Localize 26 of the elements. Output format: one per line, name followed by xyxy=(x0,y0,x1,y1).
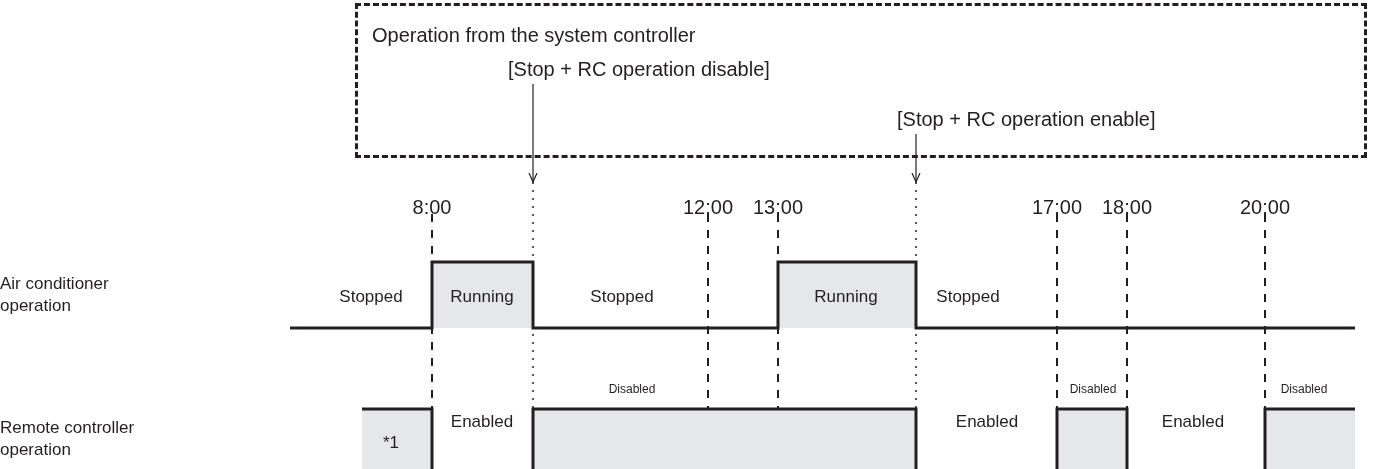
state-label: Disabled xyxy=(1069,381,1117,398)
state-label: Enabled xyxy=(1161,411,1225,434)
state-label: Disabled xyxy=(608,381,656,398)
time-label: 20:00 xyxy=(1239,195,1291,220)
time-label: 18:00 xyxy=(1101,195,1153,220)
frame-title: Operation from the system controller xyxy=(372,23,696,48)
state-label: Disabled xyxy=(1280,381,1328,398)
arrow xyxy=(911,133,921,183)
state-label: Stopped xyxy=(590,286,654,309)
state-label: Enabled xyxy=(955,411,1019,434)
state-label: Enabled xyxy=(450,411,514,434)
state-label: Stopped xyxy=(936,286,1000,309)
dashed-frame xyxy=(355,3,1367,158)
row-title: Air conditioner operation xyxy=(0,272,110,317)
state-label: Running xyxy=(814,286,878,309)
arrow xyxy=(528,83,538,183)
command-label: [Stop + RC operation disable] xyxy=(508,56,770,82)
time-label: 17:00 xyxy=(1031,195,1083,220)
time-label: 8:00 xyxy=(412,195,452,220)
state-label: *1 xyxy=(382,432,400,455)
state-label: Running xyxy=(450,286,514,309)
state-label: Stopped xyxy=(339,286,403,309)
time-label: 12:00 xyxy=(682,195,734,220)
command-label: [Stop + RC operation enable] xyxy=(897,106,1156,132)
time-label: 13:00 xyxy=(752,195,804,220)
row-title: Remote controller operation xyxy=(0,416,136,461)
